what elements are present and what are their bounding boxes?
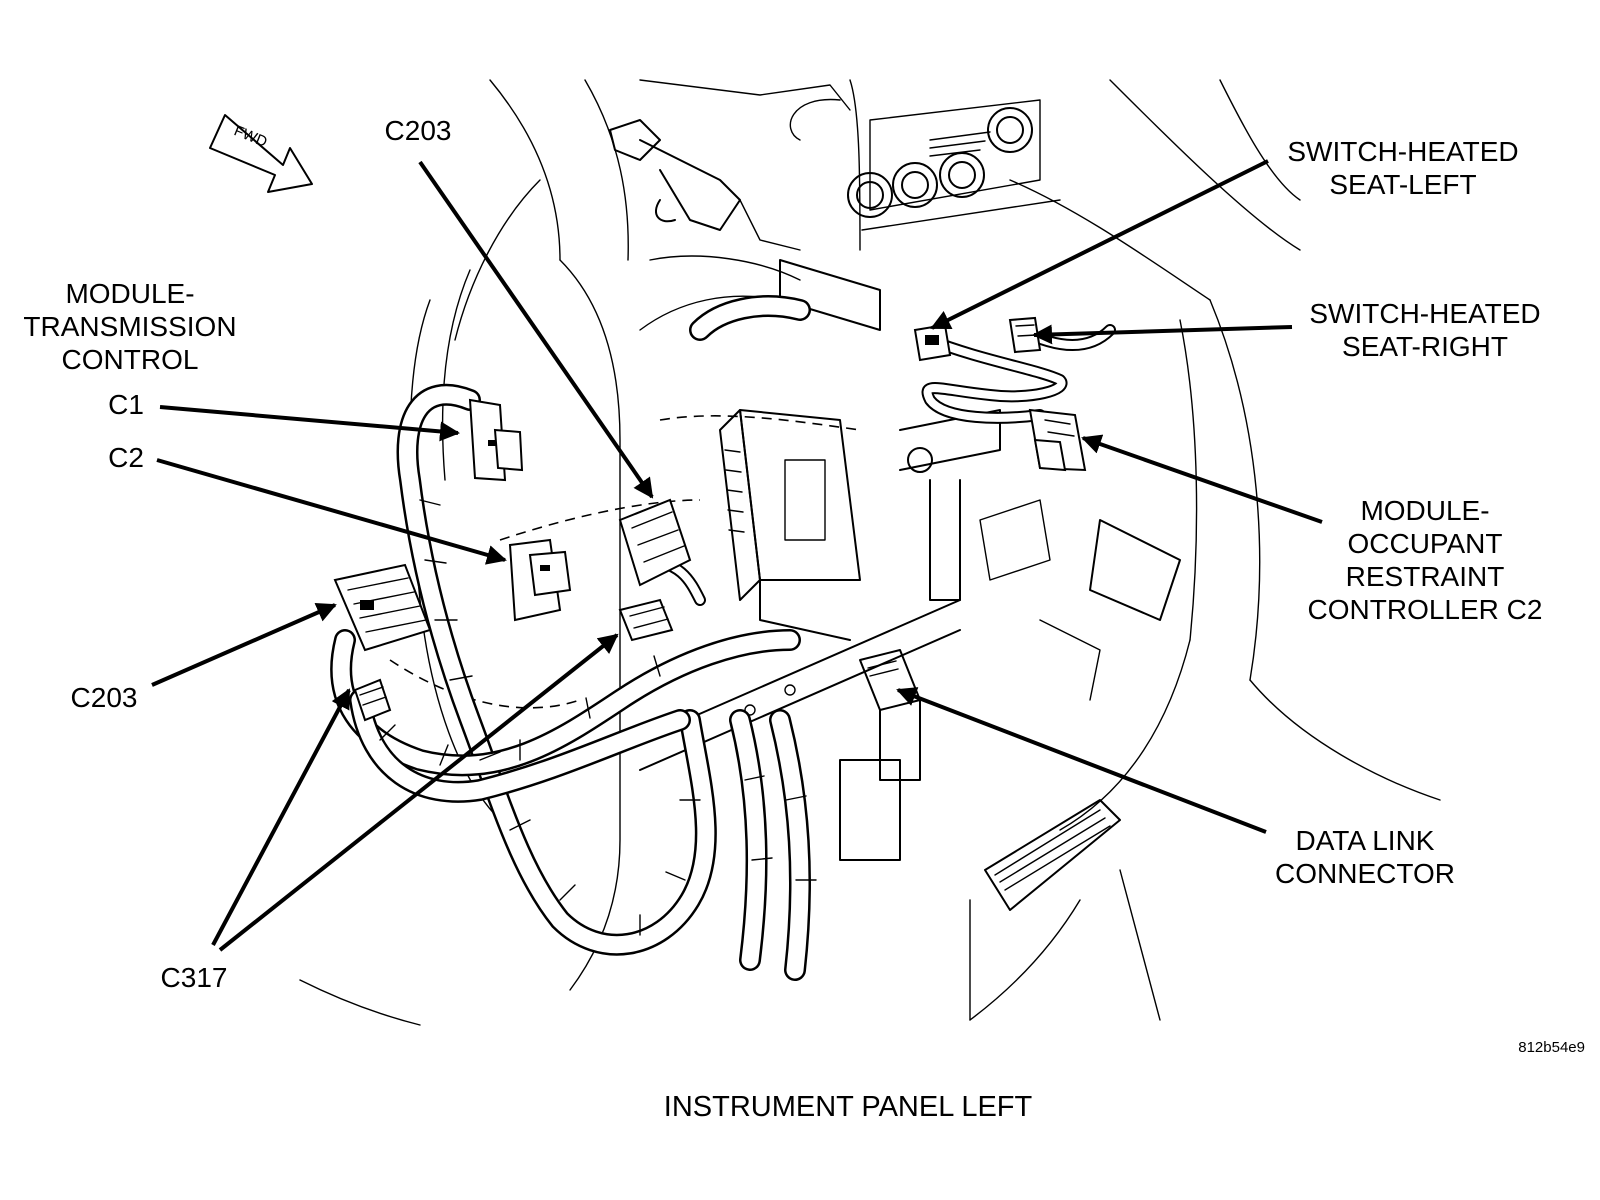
- label-dlc-line2: CONNECTOR: [1275, 858, 1455, 889]
- label-c2: C2: [108, 442, 144, 473]
- label-c1: C1: [108, 389, 144, 420]
- connector-c203-lower: [333, 563, 432, 652]
- label-switch-right-line2: SEAT-RIGHT: [1342, 331, 1508, 362]
- label-orc-line3: RESTRAINT: [1346, 561, 1505, 592]
- label-module-tcm-line3: CONTROL: [62, 344, 199, 375]
- label-orc-line4: CONTROLLER C2: [1308, 594, 1543, 625]
- diagram-caption: INSTRUMENT PANEL LEFT: [664, 1091, 1033, 1123]
- label-switch-right-line1: SWITCH-HEATED: [1309, 298, 1540, 329]
- leader-orc: [1081, 434, 1323, 524]
- connector-c1: [468, 398, 524, 482]
- label-c203-top: C203: [385, 115, 452, 146]
- connector-c2: [508, 538, 572, 622]
- connector-switch-heated-seat-left: [913, 323, 952, 362]
- label-c203-left: C203: [71, 682, 138, 713]
- connector-c317-upper: [618, 598, 674, 642]
- leader-c317-a: [211, 688, 351, 946]
- leader-c317-b: [218, 633, 619, 952]
- leader-c1: [159, 405, 460, 442]
- wiring-harness: [330, 295, 1116, 981]
- leader-c203-left: [151, 603, 337, 687]
- fwd-arrow-icon: FWD: [209, 114, 313, 193]
- label-switch-left-line2: SEAT-LEFT: [1329, 169, 1476, 200]
- leader-dlc: [896, 687, 1267, 834]
- leader-c203-top: [418, 160, 654, 499]
- label-module-tcm-line2: TRANSMISSION: [23, 311, 236, 342]
- label-orc-line1: MODULE-: [1360, 495, 1489, 526]
- connector-orc-c2: [1028, 408, 1087, 472]
- leader-switch-right: [1032, 324, 1293, 345]
- fwd-label: FWD: [231, 122, 269, 151]
- figure-code: 812b54e9: [1518, 1039, 1585, 1056]
- callout-labels: C203 MODULE- TRANSMISSION CONTROL C1 C2 …: [23, 115, 1585, 1123]
- leader-arrows: [151, 159, 1323, 952]
- connector-c317-lower: [353, 678, 392, 722]
- connector-c203-upper: [618, 498, 692, 587]
- label-orc-line2: OCCUPANT: [1347, 528, 1502, 559]
- leader-c2: [156, 458, 507, 565]
- leader-switch-left: [930, 159, 1269, 330]
- label-switch-left-line1: SWITCH-HEATED: [1287, 136, 1518, 167]
- label-c317: C317: [161, 962, 228, 993]
- label-dlc-line1: DATA LINK: [1295, 825, 1434, 856]
- line-art: [299, 79, 1441, 1026]
- label-module-tcm-line1: MODULE-: [65, 278, 194, 309]
